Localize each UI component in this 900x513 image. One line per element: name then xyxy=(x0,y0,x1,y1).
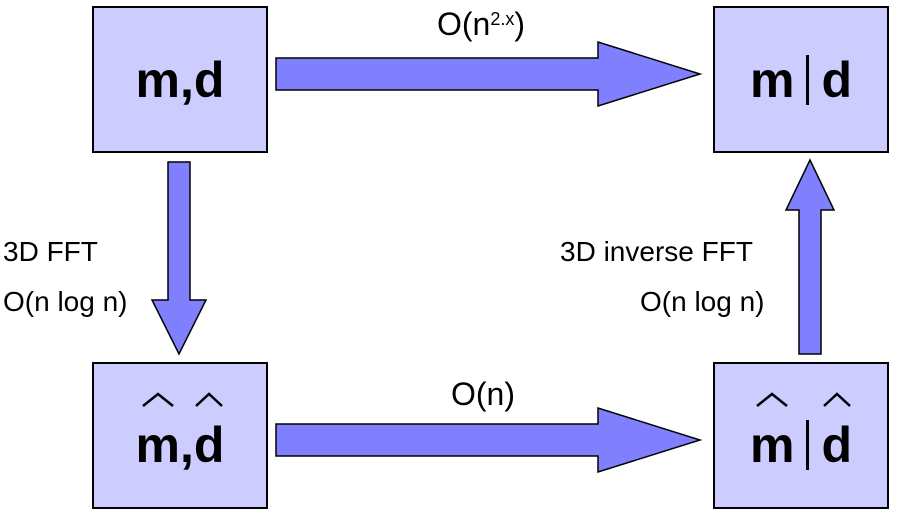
box-top-right: m d xyxy=(713,6,889,153)
m-symbol: m xyxy=(749,51,795,108)
bottom-arrow-label: O(n) xyxy=(451,376,515,412)
hat-accent-icon xyxy=(195,391,224,407)
d-symbol: d xyxy=(193,416,225,473)
d-symbol: d xyxy=(821,416,852,473)
m-symbol: m xyxy=(135,416,180,473)
d-symbol: d xyxy=(193,51,225,108)
separator-bar xyxy=(806,419,810,470)
m-symbol: m xyxy=(135,51,180,108)
comma-symbol: , xyxy=(180,416,194,473)
hat-accent-icon xyxy=(822,391,851,407)
right-up-arrow xyxy=(784,158,836,355)
box-bottom-right-text: m d xyxy=(749,391,852,473)
complexity-close: ) xyxy=(514,6,526,42)
top-arrow-label: O(n2.x) xyxy=(437,8,525,40)
box-bottom-left: m , d xyxy=(92,362,268,509)
box-bottom-right: m d xyxy=(713,362,889,509)
box-top-left-text: m,d xyxy=(136,55,225,105)
separator-bar xyxy=(806,54,810,105)
m-hat: m xyxy=(749,391,795,473)
complexity-base: O(n xyxy=(437,6,491,42)
d-symbol: d xyxy=(821,51,852,108)
right-label-line1: 3D inverse FFT xyxy=(560,236,753,267)
bottom-arrow xyxy=(275,406,703,474)
hat-accent-icon xyxy=(141,391,174,407)
comma-symbol: , xyxy=(180,51,194,108)
m-hat: m xyxy=(135,391,180,473)
box-bottom-left-text: m , d xyxy=(135,391,225,473)
box-top-right-text: m d xyxy=(749,51,852,108)
right-label-line2: O(n log n) xyxy=(640,286,765,317)
hat-accent-icon xyxy=(756,391,788,407)
d-hat: d xyxy=(193,391,225,473)
complexity-exponent: 2.x xyxy=(490,9,515,29)
m-symbol: m xyxy=(749,416,795,473)
left-label-line1: 3D FFT xyxy=(3,236,98,267)
left-label-line2: O(n log n) xyxy=(3,286,128,317)
left-down-arrow xyxy=(150,161,208,356)
d-hat: d xyxy=(821,391,852,473)
box-top-left: m,d xyxy=(92,6,268,153)
top-arrow xyxy=(275,40,703,108)
